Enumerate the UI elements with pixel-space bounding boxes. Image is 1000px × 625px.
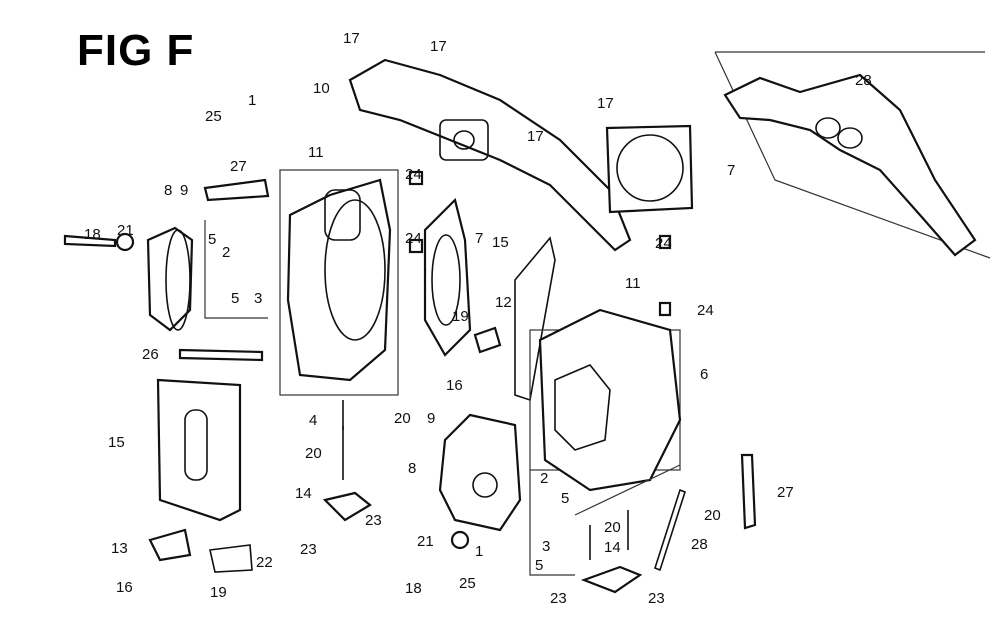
callout-19: 19 (210, 584, 227, 601)
callout-14: 14 (604, 539, 621, 556)
callout-21: 21 (117, 222, 134, 239)
callout-24: 24 (405, 166, 422, 183)
callout-25: 25 (459, 575, 476, 592)
callout-12: 12 (495, 294, 512, 311)
callout-8: 8 (408, 460, 416, 477)
callout-24: 24 (697, 302, 714, 319)
callout-23: 23 (550, 590, 567, 607)
exhaust-manifold-inset (723, 73, 977, 257)
callout-11: 11 (308, 144, 324, 161)
callout-27: 27 (230, 158, 247, 175)
callout-16: 16 (446, 377, 463, 394)
callout-11: 11 (625, 275, 641, 292)
shroud (156, 378, 242, 522)
callout-5: 5 (561, 490, 569, 507)
callout-28: 28 (855, 72, 872, 89)
callout-17: 17 (343, 30, 360, 47)
callout-25: 25 (205, 108, 222, 125)
cylinder-head-right (538, 308, 682, 492)
callout-19: 19 (452, 308, 469, 325)
callout-23: 23 (300, 541, 317, 558)
callout-27: 27 (777, 484, 794, 501)
rocker-cover-left (146, 226, 194, 332)
callout-20: 20 (305, 445, 322, 462)
callout-17: 17 (597, 95, 614, 112)
callout-4: 4 (309, 412, 317, 429)
part-outlines (63, 51, 991, 594)
callout-5: 5 (208, 231, 216, 248)
callout-7: 7 (475, 230, 483, 247)
callout-2: 2 (540, 470, 548, 487)
callout-23: 23 (365, 512, 382, 529)
callout-15: 15 (108, 434, 125, 451)
callout-13: 13 (111, 540, 128, 557)
callout-18: 18 (84, 226, 101, 243)
callout-5: 5 (231, 290, 239, 307)
callout-8: 8 (164, 182, 172, 199)
callout-6: 6 (700, 366, 708, 383)
callout-21: 21 (417, 533, 434, 550)
callout-24: 24 (655, 235, 672, 252)
callout-24: 24 (405, 230, 422, 247)
callout-17: 17 (527, 128, 544, 145)
callout-22: 22 (256, 554, 273, 571)
callout-10: 10 (313, 80, 330, 97)
callout-14: 14 (295, 485, 312, 502)
callout-15: 15 (492, 234, 509, 251)
callout-3: 3 (542, 538, 550, 555)
callout-1: 1 (475, 543, 483, 560)
callout-20: 20 (604, 519, 621, 536)
callout-28: 28 (691, 536, 708, 553)
callout-3: 3 (254, 290, 262, 307)
callout-20: 20 (394, 410, 411, 427)
callout-17: 17 (430, 38, 447, 55)
callout-23: 23 (648, 590, 665, 607)
callout-26: 26 (142, 346, 159, 363)
callout-2: 2 (222, 244, 230, 261)
callout-7: 7 (727, 162, 735, 179)
callout-1: 1 (248, 92, 256, 109)
gasket-7 (605, 124, 694, 214)
callout-9: 9 (427, 410, 435, 427)
rocker-cover-right (438, 413, 522, 532)
callout-5: 5 (535, 557, 543, 574)
callout-18: 18 (405, 580, 422, 597)
intake-manifold (348, 58, 632, 252)
figure-title: FIG F (77, 26, 195, 75)
callout-16: 16 (116, 579, 133, 596)
callout-9: 9 (180, 182, 188, 199)
callout-20: 20 (704, 507, 721, 524)
